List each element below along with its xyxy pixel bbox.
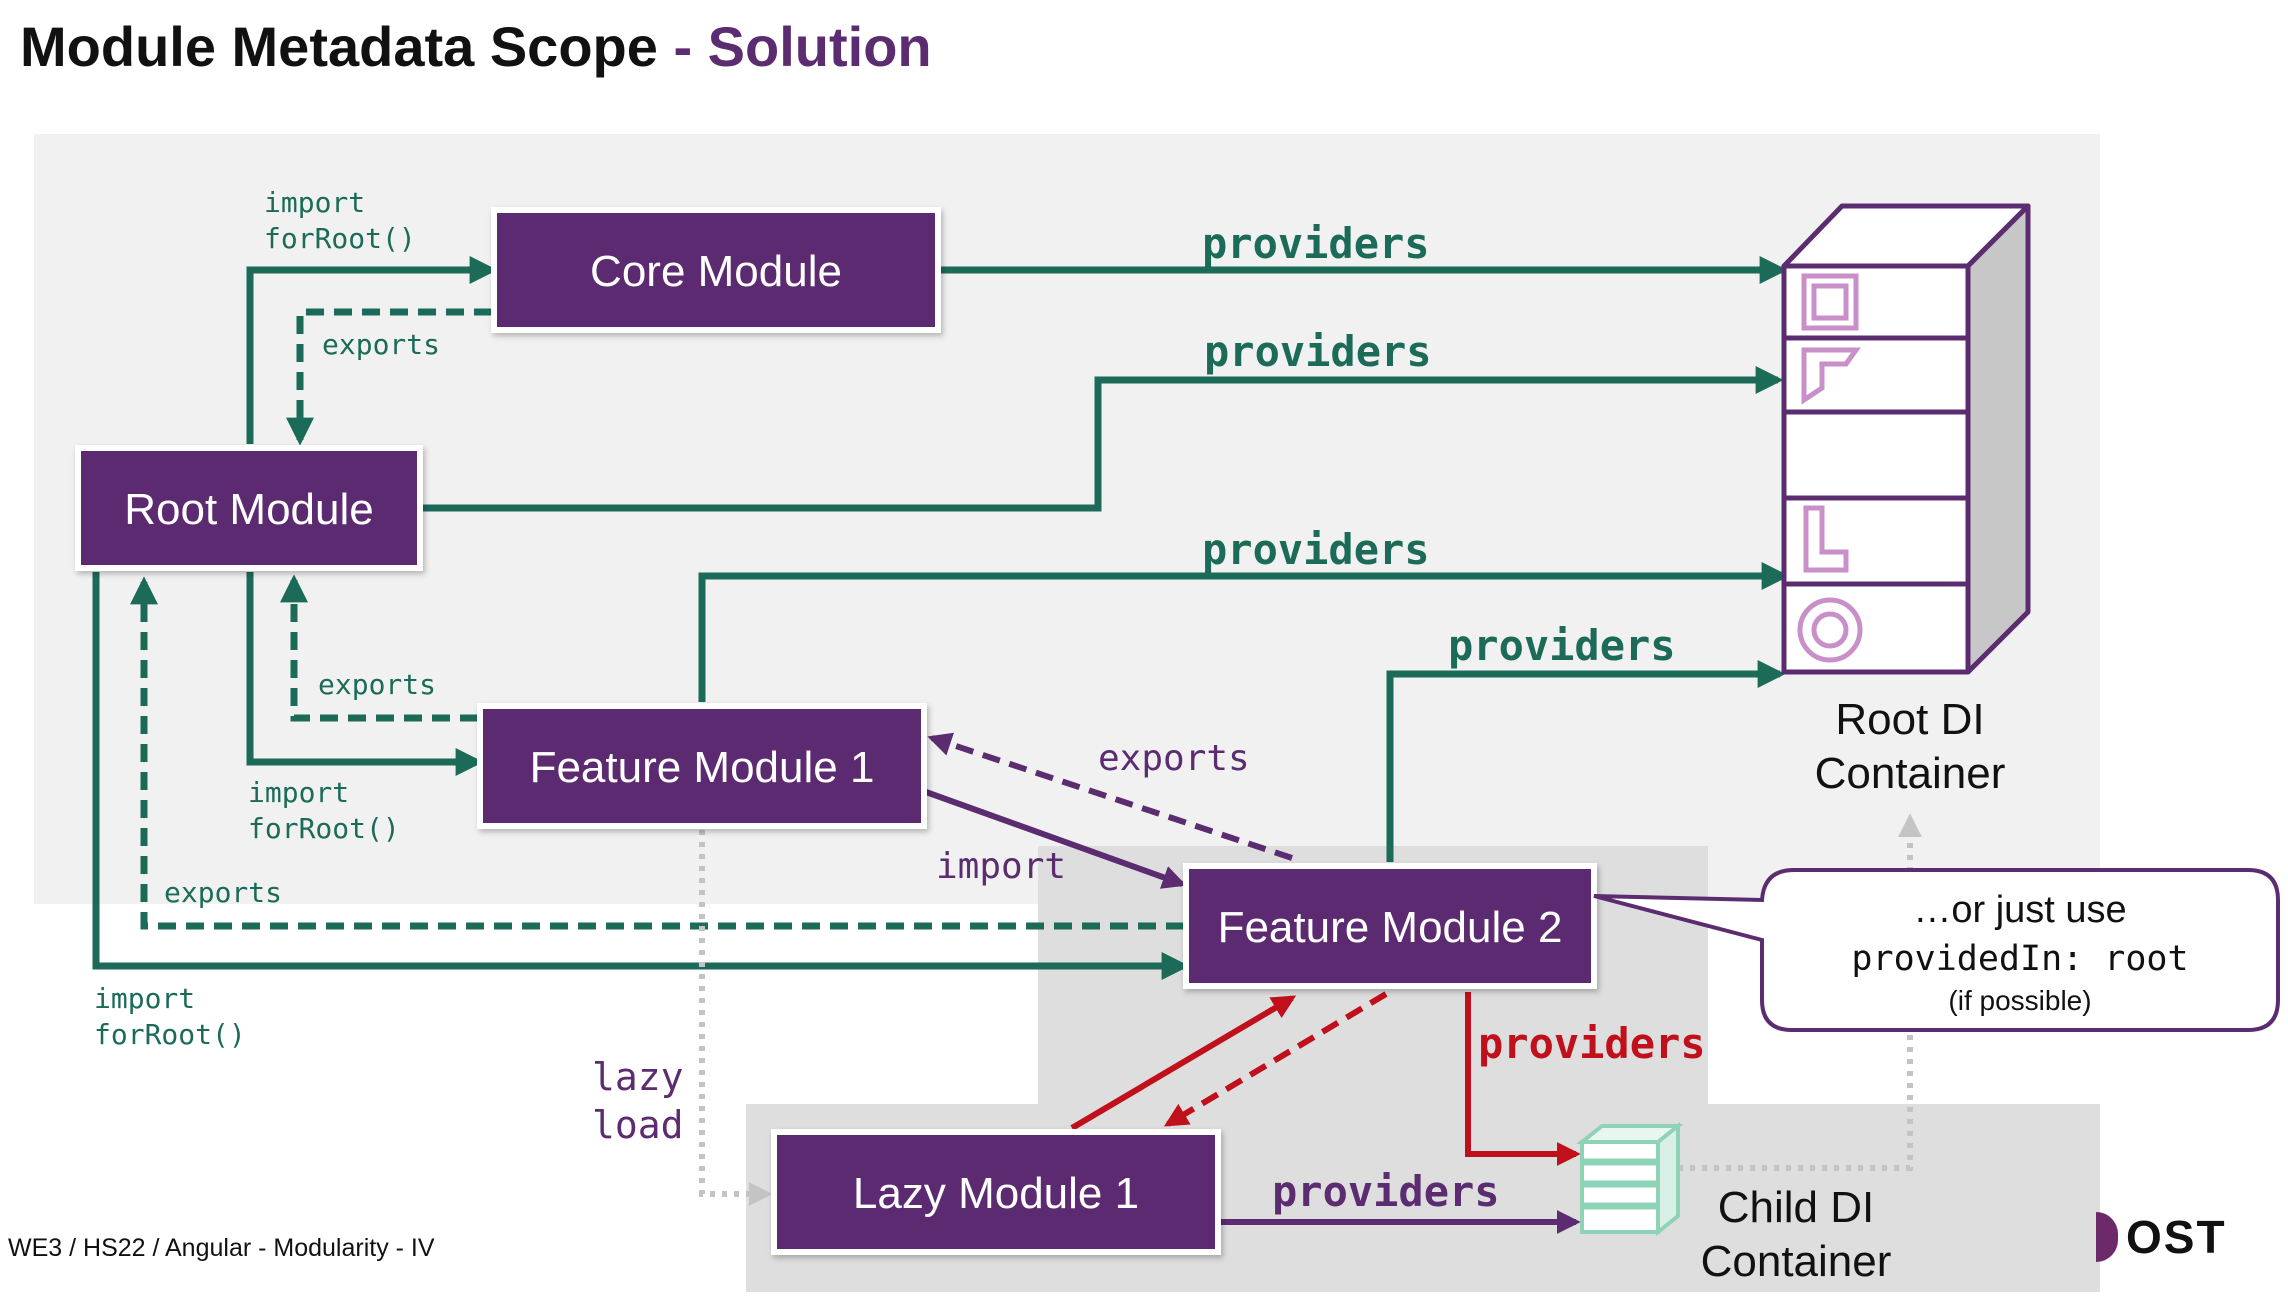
- child-di-label-line2: Container: [1701, 1237, 1892, 1286]
- core-module-label: Core Module: [590, 247, 842, 296]
- logo-mark-icon: [2096, 1212, 2118, 1262]
- exports-core-root-arrow: [286, 308, 492, 446]
- provided-in-callout: …or just use providedIn: root (if possib…: [1593, 868, 2280, 1032]
- ring-icon: [1797, 597, 1863, 663]
- page-title: Module Metadata Scope - Solution: [20, 14, 932, 79]
- root-di-label-line1: Root DI: [1835, 695, 1984, 744]
- exports-feature2-root-label: exports: [164, 876, 282, 909]
- import-feature2-label: import: [94, 982, 195, 1015]
- root-module-label: Root Module: [124, 485, 373, 534]
- l-shape-icon: [1803, 505, 1849, 573]
- ost-logo: OST: [2096, 1210, 2227, 1264]
- title-separator: -: [673, 15, 693, 78]
- root-di-label-line2: Container: [1815, 749, 2006, 798]
- exports-core-label: exports: [322, 328, 440, 361]
- providers-root-label: providers: [1204, 327, 1432, 376]
- purple-connectors: [924, 732, 1581, 1234]
- providers-feature1-arrow: [698, 562, 1790, 702]
- providers-feature2-child-label: providers: [1478, 1019, 1706, 1068]
- callout-line2: providedIn: root: [1851, 939, 2188, 979]
- import-feature1-feature2-arrow: [924, 789, 1187, 889]
- exports-feature1-root-arrow: [280, 574, 478, 722]
- providers-feature2-child-arrow: [1465, 992, 1581, 1166]
- exports-feature2-feature1-label: exports: [1098, 738, 1250, 779]
- import-core-label: import: [264, 186, 365, 219]
- square-icon: [1801, 273, 1859, 331]
- callout-line1: …or just use: [1913, 889, 2126, 931]
- providers-feature2-label: providers: [1448, 621, 1676, 670]
- feature-module-2-box[interactable]: Feature Module 2: [1183, 863, 1597, 989]
- providers-feature2-arrow: [1386, 660, 1786, 862]
- providers-feature1-label: providers: [1202, 525, 1430, 574]
- for-root-core-label: forRoot(): [264, 222, 416, 255]
- import-root-core-arrow: [246, 256, 498, 444]
- load-label: load: [592, 1103, 684, 1147]
- corner-icon: [1801, 347, 1861, 405]
- feature-module-1-label: Feature Module 1: [530, 743, 875, 792]
- exports-feature1-label: exports: [318, 668, 436, 701]
- lazy-scope-panel-join: [1038, 1100, 1708, 1110]
- title-subtitle: Solution: [707, 15, 932, 78]
- green-connectors: [92, 256, 1790, 980]
- feature-module-1-box[interactable]: Feature Module 1: [477, 703, 927, 829]
- title-main: Module Metadata Scope: [20, 15, 658, 78]
- import-feature1-feature2-label: import: [936, 846, 1066, 887]
- core-module-box[interactable]: Core Module: [491, 207, 941, 333]
- lazy-label: lazy: [592, 1055, 684, 1099]
- import-root-feature2-arrow: [92, 572, 1190, 980]
- providers-root-arrow: [422, 366, 1784, 512]
- providers-core-label: providers: [1202, 219, 1430, 268]
- red-connectors: [1070, 991, 1581, 1166]
- child-di-container-icon: [1576, 1121, 1684, 1237]
- for-root-feature2-label: forRoot(): [94, 1018, 246, 1051]
- root-di-slot-icons: [1797, 273, 1863, 663]
- exports-feature2-lazy1-arrow: [1163, 991, 1388, 1127]
- import-root-feature1-arrow: [246, 572, 484, 776]
- root-module-box[interactable]: Root Module: [75, 445, 423, 571]
- providers-lazy1-label: providers: [1272, 1167, 1500, 1216]
- child-di-label-line1: Child DI: [1718, 1183, 1875, 1232]
- feature-module-2-label: Feature Module 2: [1218, 903, 1563, 952]
- callout-line3: (if possible): [1948, 985, 2091, 1016]
- footer-text: WE3 / HS22 / Angular - Modularity - IV: [8, 1234, 435, 1262]
- exports-feature2-feature1-arrow: [927, 732, 1293, 861]
- for-root-feature1-label: forRoot(): [248, 812, 400, 845]
- child-to-root-di-arrow: [1678, 813, 1922, 1171]
- lazy-module-1-label: Lazy Module 1: [853, 1169, 1139, 1218]
- lazy-load-arrow: [699, 830, 773, 1206]
- exports-feature2-root-arrow: [130, 576, 1184, 930]
- grey-connectors: [699, 813, 1922, 1206]
- import-feature1-label: import: [248, 776, 349, 809]
- lazy-module-1-box[interactable]: Lazy Module 1: [771, 1129, 1221, 1255]
- logo-text: OST: [2126, 1211, 2227, 1263]
- import-lazy1-feature2-arrow: [1070, 995, 1297, 1131]
